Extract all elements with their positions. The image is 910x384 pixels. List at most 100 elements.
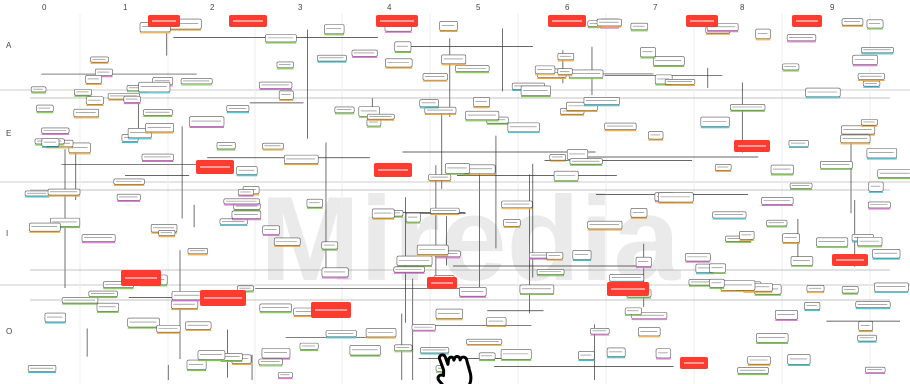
diagram-node: [606, 347, 626, 359]
node-box: [557, 68, 573, 75]
diagram-node: [478, 352, 496, 362]
diagram-node: [624, 307, 642, 316]
diagram-node: [419, 99, 439, 109]
diagram-node: [141, 153, 174, 163]
diagram-node: [786, 34, 817, 43]
key-node: [686, 15, 718, 27]
node-box: [714, 163, 732, 171]
diagram-node: [396, 255, 433, 267]
column-label: 6: [565, 3, 570, 12]
node-box: [123, 95, 141, 103]
node-box: [840, 134, 871, 144]
column-label: 1: [123, 3, 128, 12]
diagram-node: [276, 61, 294, 70]
diagram-node: [664, 79, 696, 86]
diagram-node: [578, 351, 595, 362]
node-box: [867, 201, 891, 209]
diagram-node: [860, 119, 878, 127]
node-box: [546, 252, 564, 260]
diagram-node: [862, 80, 881, 88]
diagram-node: [861, 47, 894, 55]
diagram-node: [587, 220, 623, 231]
node-box: [872, 248, 901, 259]
node-box: [503, 219, 521, 227]
diagram-node: [116, 193, 141, 202]
node-box: [116, 193, 141, 201]
key-node: [734, 140, 770, 152]
diagram-node: [317, 54, 347, 63]
key-node: [121, 270, 161, 286]
node-box: [737, 367, 769, 374]
node-box: [790, 256, 814, 266]
node-box: [720, 280, 756, 291]
node-box: [424, 106, 457, 114]
diagram-node: [36, 104, 54, 114]
diagram-node: [90, 56, 109, 64]
node-box: [465, 110, 500, 121]
diagram-node: [29, 222, 61, 233]
node-box: [445, 163, 470, 174]
diagram-node: [787, 354, 811, 366]
diagram-node: [428, 174, 452, 182]
diagram-node: [306, 198, 323, 209]
diagram-node: [596, 18, 622, 28]
node-box: [578, 351, 595, 360]
diagram-node: [349, 345, 381, 357]
diagram-node: [233, 202, 261, 211]
diagram-node: [855, 301, 891, 310]
node-box: [96, 302, 120, 312]
diagram-node: [700, 116, 730, 129]
diagram-node: [405, 212, 421, 224]
diagram-node: [652, 56, 685, 67]
diagram-node: [411, 324, 436, 332]
key-node: [832, 254, 868, 266]
diagram-node: [265, 34, 297, 44]
key-nodes: [121, 15, 868, 369]
diagram-node: [868, 181, 884, 193]
diagram-node: [546, 252, 564, 261]
node-box: [557, 53, 575, 61]
node-box: [572, 250, 592, 260]
column-label: 2: [210, 3, 215, 12]
diagram-node: [864, 366, 886, 375]
diagram-node: [857, 334, 877, 343]
key-node: [680, 357, 708, 369]
diagram-node: [519, 284, 555, 296]
diagram-node: [852, 54, 878, 67]
diagram-node: [237, 189, 255, 197]
node-box: [770, 164, 794, 175]
diagram-node: [435, 308, 463, 321]
node-box: [36, 104, 54, 113]
node-box: [652, 56, 685, 66]
column-label: 8: [740, 3, 745, 12]
node-box: [858, 321, 874, 331]
diagram-node: [445, 163, 470, 175]
node-box: [604, 122, 637, 131]
node-box: [630, 208, 648, 218]
diagram-node: [365, 328, 397, 339]
node-box: [306, 198, 323, 208]
node-box: [226, 105, 250, 113]
node-box: [841, 18, 864, 26]
diagram-node: [819, 160, 853, 170]
diagram-node: [841, 125, 876, 136]
node-box: [782, 233, 800, 243]
node-box: [761, 196, 794, 205]
diagram-node: [714, 163, 732, 172]
diagram-node: [88, 290, 118, 299]
diagram-node: [583, 97, 620, 107]
diagram-node: [81, 234, 116, 244]
column-label: 9: [830, 3, 835, 12]
diagram-node: [720, 280, 756, 292]
node-box: [782, 63, 800, 71]
key-node: [548, 15, 586, 27]
diagram-node: [500, 349, 532, 361]
diagram-node: [685, 253, 711, 263]
diagram-node: [770, 164, 794, 176]
node-box: [44, 312, 67, 323]
node-box: [85, 96, 104, 105]
diagram-node: [262, 225, 280, 236]
diagram-node: [877, 169, 910, 180]
node-box: [419, 99, 439, 108]
